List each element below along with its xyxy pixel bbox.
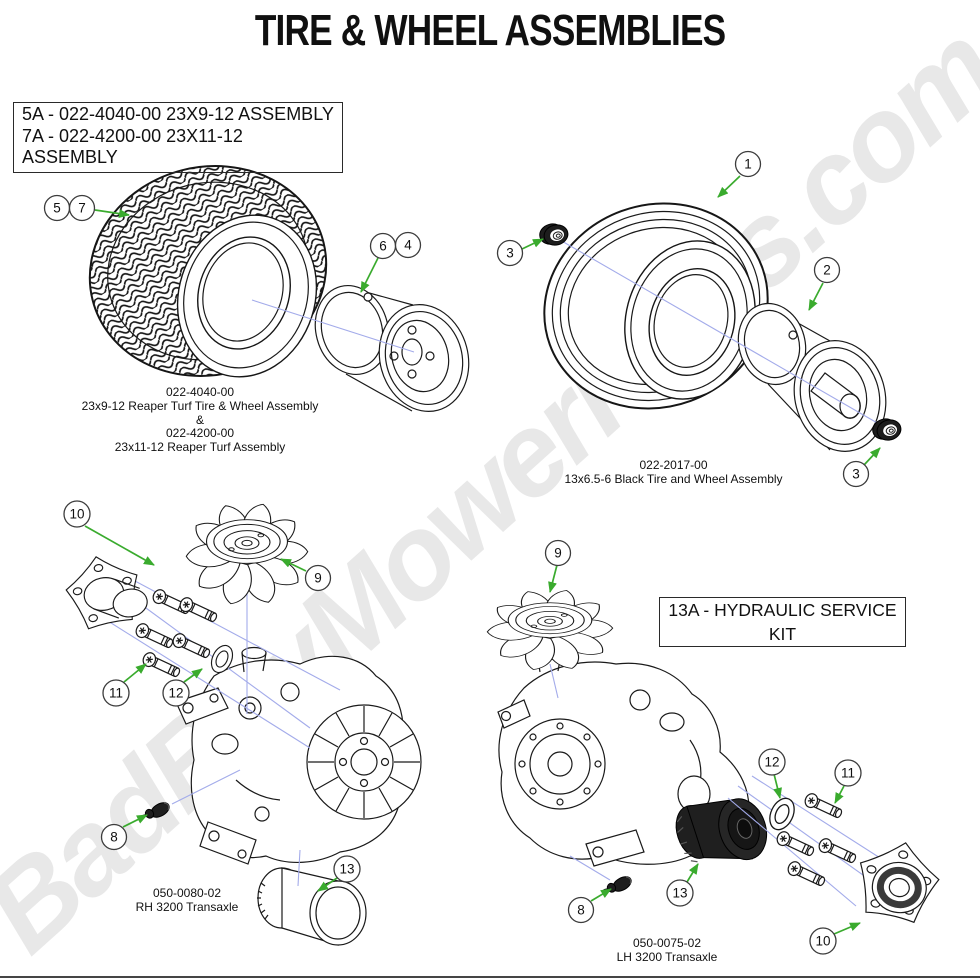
bottom-divider xyxy=(0,976,980,978)
callout-3-upper: 3 xyxy=(496,239,524,267)
svg-text:6: 6 xyxy=(379,239,387,254)
caption-line: 23x11-12 Reaper Turf Assembly xyxy=(114,440,286,455)
svg-text:2: 2 xyxy=(823,263,831,278)
callout-8-left: 8 xyxy=(100,823,128,851)
callout-13-right: 13 xyxy=(666,879,694,907)
cooling-fan-left xyxy=(186,501,307,607)
caption-line: 050-0080-02 xyxy=(152,886,222,900)
svg-text:3: 3 xyxy=(506,246,514,261)
wheel-hub-right xyxy=(859,842,940,924)
svg-text:12: 12 xyxy=(168,686,183,701)
bearing-upper xyxy=(536,219,571,250)
caption-line: 022-4200-00 xyxy=(165,426,235,441)
svg-text:8: 8 xyxy=(110,830,118,845)
callout-9-left: 9 xyxy=(304,564,332,592)
callout-3-lower: 3 xyxy=(842,460,870,488)
callout-9-right: 9 xyxy=(544,539,572,567)
callout-10-left: 10 xyxy=(63,500,91,528)
leader-arrows xyxy=(84,175,881,935)
svg-text:8: 8 xyxy=(577,903,585,918)
caption-line: 13x6.5-6 Black Tire and Wheel Assembly xyxy=(564,471,783,486)
caption-black-tire: 022-2017-00 13x6.5-6 Black Tire and Whee… xyxy=(530,458,817,487)
page-title-text: TIRE & WHEEL ASSEMBLIES xyxy=(254,6,726,55)
caption-rh-transaxle: 050-0080-02 RH 3200 Transaxle xyxy=(112,886,262,915)
callout-11-right: 11 xyxy=(834,759,862,787)
callout-4: 4 xyxy=(394,231,422,259)
callout-12-right: 12 xyxy=(758,748,786,776)
vent-plug-left xyxy=(139,798,173,826)
callout-7: 7 xyxy=(68,194,96,222)
svg-text:11: 11 xyxy=(109,686,123,701)
caption-line: LH 3200 Transaxle xyxy=(616,949,718,964)
svg-text:9: 9 xyxy=(554,546,562,561)
svg-text:9: 9 xyxy=(314,571,322,586)
svg-text:10: 10 xyxy=(69,507,84,522)
callout-12-left: 12 xyxy=(162,679,190,707)
oil-filter-right xyxy=(675,798,768,863)
hydraulic-kit-box: 13A - HYDRAULIC SERVICE KIT xyxy=(659,597,906,647)
reaper-rim-drawing xyxy=(314,284,470,412)
callout-6: 6 xyxy=(369,232,397,260)
svg-text:13: 13 xyxy=(339,862,354,877)
callout-10-right: 10 xyxy=(809,927,837,955)
caption-line: 022-2017-00 xyxy=(639,458,708,472)
black-tire-drawing xyxy=(543,202,769,410)
washer-right xyxy=(764,793,800,835)
caption-line: 23x9-12 Reaper Turf Tire & Wheel Assembl… xyxy=(81,398,319,413)
caption-reaper-turf: 022-4040-00 23x9-12 Reaper Turf Tire & W… xyxy=(55,385,345,455)
vent-plug-right xyxy=(601,872,635,900)
wheel-hub-left xyxy=(60,547,151,633)
assembly-note-line2: 7A - 022-4200-00 23X11-12 ASSEMBLY xyxy=(22,125,243,168)
caption-line: & xyxy=(195,412,204,427)
caption-lh-transaxle: 050-0075-02 LH 3200 Transaxle xyxy=(592,936,742,965)
svg-text:12: 12 xyxy=(764,755,779,770)
svg-text:7: 7 xyxy=(78,201,86,216)
hydraulic-kit-label: 13A - HYDRAULIC SERVICE KIT xyxy=(668,600,897,644)
callout-2: 2 xyxy=(813,256,841,284)
caption-line: RH 3200 Transaxle xyxy=(135,899,239,914)
svg-text:13: 13 xyxy=(672,886,687,901)
callout-1: 1 xyxy=(734,150,762,178)
callout-8-right: 8 xyxy=(567,896,595,924)
svg-text:5: 5 xyxy=(53,201,61,216)
caption-line: 022-4040-00 xyxy=(165,385,235,399)
black-rim-drawing xyxy=(737,302,887,452)
callout-13-left: 13 xyxy=(333,855,361,883)
svg-text:4: 4 xyxy=(404,238,412,253)
transaxle-left-drawing xyxy=(175,646,422,865)
svg-text:1: 1 xyxy=(744,157,752,172)
svg-text:10: 10 xyxy=(815,934,830,949)
page-title: TIRE & WHEEL ASSEMBLIES xyxy=(0,6,980,56)
callout-11-left: 11 xyxy=(102,679,130,707)
callout-5: 5 xyxy=(43,194,71,222)
reaper-turf-tire-drawing xyxy=(88,165,328,378)
svg-text:11: 11 xyxy=(841,766,855,781)
assembly-note-line1: 5A - 022-4040-00 23X9-12 ASSEMBLY xyxy=(22,104,334,124)
svg-text:3: 3 xyxy=(852,467,860,482)
assembly-note-box: 5A - 022-4040-00 23X9-12 ASSEMBLY 7A - 0… xyxy=(13,102,343,173)
caption-line: 050-0075-02 xyxy=(632,936,702,950)
cooling-fan-right xyxy=(487,588,612,672)
